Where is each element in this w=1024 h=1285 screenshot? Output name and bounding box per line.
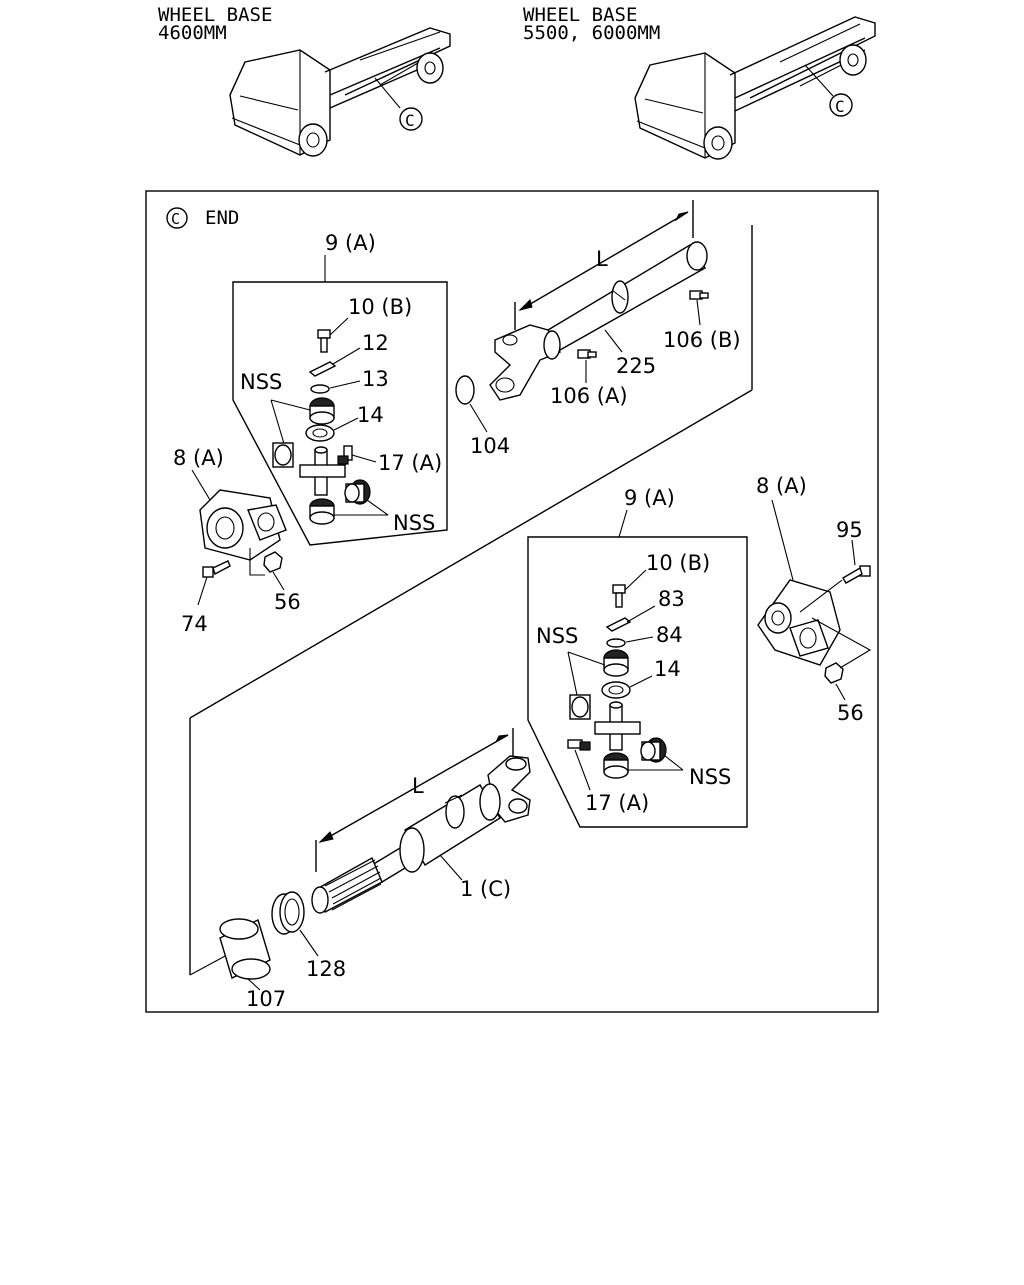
label-nss-bottom2: NSS [689,765,731,789]
washer-13: 13 [310,367,389,394]
bearing-cup-top-b [272,442,294,468]
ujoint-kit-top: 9 (A) 10 (B) 12 13 [232,231,448,546]
label-10b-bottom: 10 (B) [646,551,710,575]
label-17a-top: 17 (A) [378,451,442,475]
kit-box-top [232,281,448,546]
seal-14-top: 14 [305,403,384,442]
kit-box-bottom [527,536,748,828]
label-nss-top1: NSS [240,370,282,394]
label-10b-top: 10 (B) [348,295,412,319]
label-nss-bottom1: NSS [536,624,578,648]
nut-56-right: 56 [811,617,872,725]
label-14-top: 14 [357,403,384,427]
oring-104: 104 [455,375,510,458]
label-12: 12 [362,331,389,355]
label-83: 83 [658,587,685,611]
label-dim-l-bottom: L [412,774,424,798]
wheelbase-4600-group: WHEEL BASE 4600MM C [158,4,451,157]
label-9a-top: 9 (A) [325,231,376,255]
shaft-envelope [189,225,753,975]
bolt-10b-top: 10 (B) [317,295,412,353]
truck-5500-illustration: C [634,16,876,160]
spider-bottom [594,701,641,751]
seal-128: 128 [271,891,346,981]
label-13: 13 [362,367,389,391]
label-8a-left: 8 (A) [173,446,224,470]
fitting-106a: 106 (A) [550,349,628,408]
label-74: 74 [181,612,208,636]
shaft-225: L 106 (B) 106 (A) 225 [489,200,741,408]
label-84: 84 [656,623,683,647]
bearing-cup-top-c [344,479,371,505]
slip-shaft-1c: L 1 (C) [311,728,531,914]
bearing-cup-bottom-d [603,752,629,779]
bolt-74: 74 [181,560,231,636]
detail-title: C END [166,207,239,229]
label-14-bottom: 14 [654,657,681,681]
grease-fitting-17a-bottom: 17 (A) [567,739,649,815]
label-dim-l-top: L [596,247,608,271]
label-56-right: 56 [837,701,864,725]
lock-plate-83: 83 [605,587,685,632]
callout-c-left: C [405,111,415,130]
detail-frame [145,190,879,1013]
bearing-cup-bottom-a [603,649,629,677]
boot-107: 107 [219,918,286,1011]
lock-plate-12: 12 [308,331,389,377]
label-8a-right: 8 (A) [756,474,807,498]
fitting-106b: 106 (B) [663,290,741,352]
wheelbase-right-line1: WHEEL BASE [523,4,637,26]
label-95: 95 [836,518,863,542]
label-104: 104 [470,434,510,458]
spider-top [299,446,346,496]
label-56-left: 56 [274,590,301,614]
label-225: 225 [616,354,656,378]
detail-marker: C [171,210,180,228]
wheelbase-left-line1: WHEEL BASE [158,4,272,26]
wheelbase-right-line2: 5500, 6000MM [523,22,660,44]
label-1c: 1 (C) [460,877,511,901]
nut-56-left: 56 [249,548,301,614]
truck-4600-illustration: C [229,27,451,157]
label-106b: 106 (B) [663,328,741,352]
label-nss-top2: NSS [393,511,435,535]
label-17a-bottom: 17 (A) [585,791,649,815]
seal-14-bottom: 14 [601,657,681,699]
bearing-cup-top-a [309,397,335,425]
bolt-10b-bottom: 10 (B) [612,551,710,608]
detail-title-text: END [205,207,239,229]
flange-8a-left: 8 (A) 74 56 [173,446,301,636]
bearing-cup-bottom-b [569,694,591,720]
callout-c-right: C [835,97,845,116]
label-9a-bottom: 9 (A) [624,486,675,510]
label-128: 128 [306,957,346,981]
bolt-95: 95 [799,518,871,613]
washer-84: 84 [606,623,683,648]
bearing-cup-top-d [309,498,335,525]
flange-8a-right: 8 (A) 95 56 [756,474,872,725]
label-107: 107 [246,987,286,1011]
bearing-cup-bottom-c [640,737,667,763]
ujoint-kit-bottom: 9 (A) 10 (B) 83 84 14 NSS [527,486,748,828]
label-106a: 106 (A) [550,384,628,408]
wheelbase-5500-6000-group: WHEEL BASE 5500, 6000MM C [523,4,876,160]
wheelbase-left-line2: 4600MM [158,22,227,44]
grease-fitting-17a-top: 17 (A) [337,445,442,475]
